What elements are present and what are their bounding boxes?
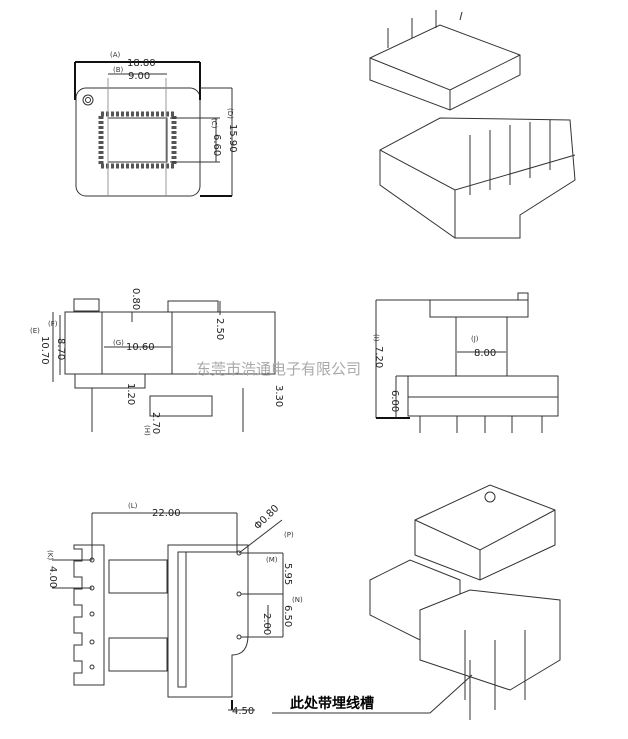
dim-hole: Φ0.80 xyxy=(252,503,281,532)
side-view: 0.80 2.50 (G) 10.60 (E) (F) 10.70 8.70 1… xyxy=(30,288,284,436)
dim-inner-height: 8.70 xyxy=(55,338,66,360)
dim-tag: (F) xyxy=(48,320,58,328)
pin1-marker-icon xyxy=(82,94,94,106)
dim-slot: 2.00 xyxy=(261,613,272,635)
dim-edge: 4.50 xyxy=(232,706,254,717)
dim-height: 15.90 xyxy=(227,124,238,153)
dim-tag: (C) xyxy=(210,118,218,129)
bottom-view: (L) 22.00 (K) 4.00 Φ0.80 (P) (M) 5.95 (N… xyxy=(46,502,303,717)
top-view: (A) 18.80 (B) 9.00 (C) 6.60 (D) 15.90 xyxy=(74,51,238,197)
dim-tag: (K) xyxy=(46,550,54,560)
dim-pitch: 4.00 xyxy=(47,566,58,588)
dim-base: 6.00 xyxy=(389,390,400,412)
dim-base: 1.20 xyxy=(125,383,136,405)
dim-tag: (B) xyxy=(113,66,124,74)
dim-tag: (J) xyxy=(471,335,479,343)
dim-core: 8.00 xyxy=(474,348,496,359)
watermark: 东莞市浩通电子有限公司 xyxy=(196,360,361,378)
dim-tag: (H) xyxy=(143,425,151,436)
dim-inner: 10.60 xyxy=(126,342,155,353)
dim-flange: 2.50 xyxy=(214,318,225,340)
dim-pin-top: 0.80 xyxy=(130,288,141,310)
dim-tag: (E) xyxy=(30,327,40,335)
dim-row2: 6.50 xyxy=(282,605,293,627)
dim-tag: (P) xyxy=(284,531,294,539)
dim-pin-offset: 3.30 xyxy=(273,385,284,407)
dim-pin-length: 2.70 xyxy=(150,412,161,434)
dim-tag: (N) xyxy=(292,596,303,604)
dim-tag: (A) xyxy=(110,51,121,59)
dim-tag: (M) xyxy=(266,556,278,564)
callout-label: 此处带埋线槽 xyxy=(290,695,374,712)
dim-tag: (G) xyxy=(113,339,124,347)
dim-width: 18.80 xyxy=(127,58,156,69)
isometric-bottom-view xyxy=(369,484,561,720)
dim-total: 7.20 xyxy=(373,346,384,368)
dim-window: 9.00 xyxy=(128,71,150,82)
dim-tag: (L) xyxy=(128,502,138,510)
dim-tag: (D) xyxy=(226,108,234,119)
front-view: (I) 7.20 (J) 8.00 6.00 xyxy=(372,292,559,433)
isometric-exploded-view xyxy=(369,10,576,239)
dim-row1: 5.95 xyxy=(282,563,293,585)
dim-length: 22.00 xyxy=(152,508,181,519)
dim-core: 6.60 xyxy=(211,134,222,156)
dim-tag: (I) xyxy=(372,334,380,342)
dim-outer-height: 10.70 xyxy=(39,336,50,365)
